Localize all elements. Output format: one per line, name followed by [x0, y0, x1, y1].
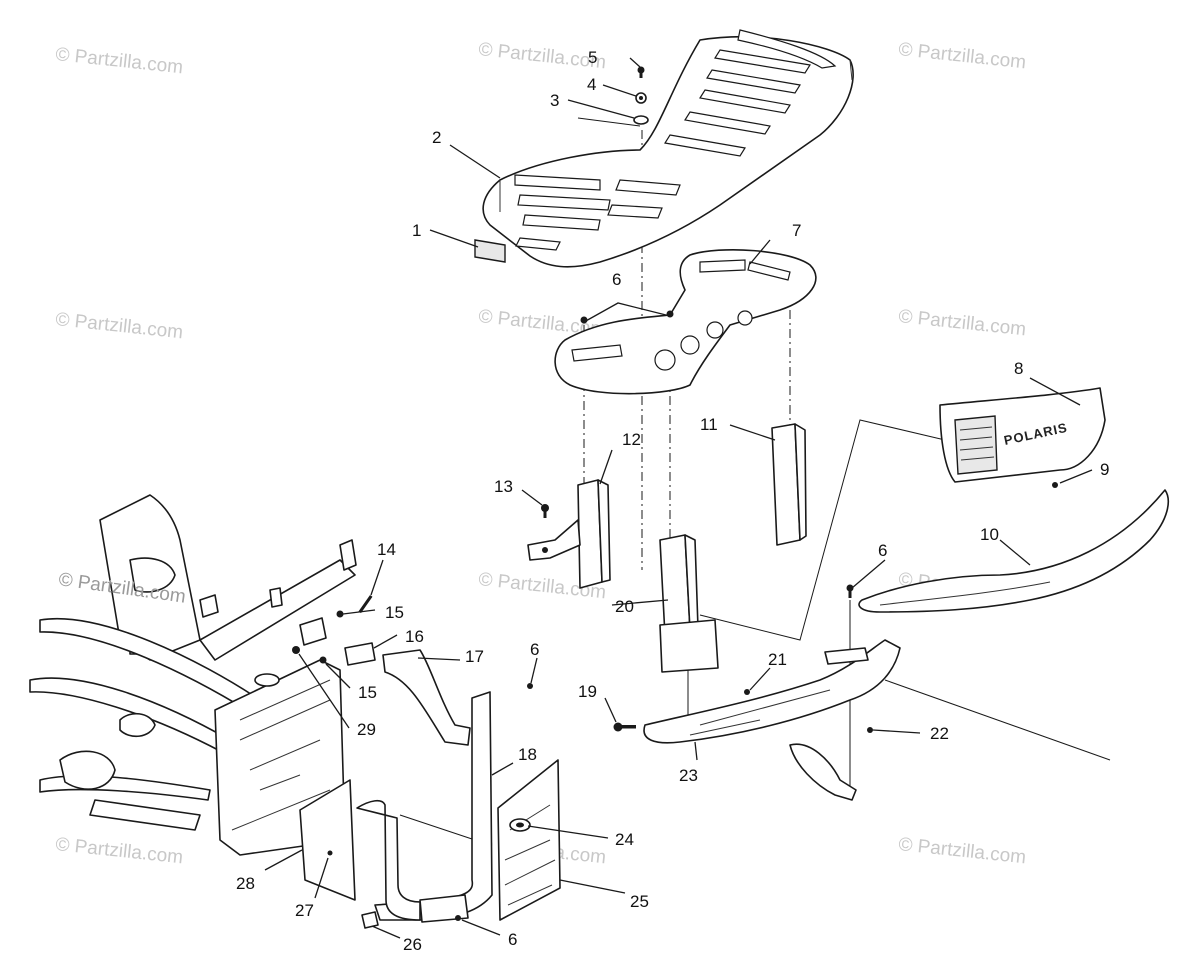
callout-16: 16 — [405, 627, 424, 646]
watermark: © Partzilla.com — [897, 306, 1027, 340]
frame-hardware — [292, 595, 376, 666]
callout-13: 13 — [494, 477, 513, 496]
callout-17: 17 — [465, 647, 484, 666]
polaris-grille: POLARIS — [939, 387, 1106, 483]
callout-21: 21 — [768, 650, 787, 669]
callout-27: 27 — [295, 901, 314, 920]
upper-strut — [382, 649, 471, 746]
rack-reflector — [474, 239, 506, 263]
watermarks: © Partzilla.com © Partzilla.com © Partzi… — [54, 39, 1027, 868]
bracket-bolt — [541, 504, 549, 518]
callout-22: 22 — [930, 724, 949, 743]
callout-18: 18 — [518, 745, 537, 764]
watermark: © Partzilla.com — [54, 309, 184, 343]
callout-2: 2 — [432, 128, 441, 147]
watermark: © Partzilla.com — [54, 834, 184, 868]
front-bumper — [858, 489, 1169, 613]
callout-20: 20 — [615, 597, 634, 616]
callout-12: 12 — [622, 430, 641, 449]
callout-19: 19 — [578, 682, 597, 701]
callout-6: 6 — [530, 640, 539, 659]
callout-8: 8 — [1014, 359, 1023, 378]
watermark: © Partzilla.com — [54, 44, 184, 78]
callout-11: 11 — [700, 415, 718, 434]
callout-15: 15 — [385, 603, 404, 622]
watermark: © Partzilla.com — [897, 39, 1027, 73]
bumper-frame — [356, 691, 493, 923]
flap-screw — [327, 850, 333, 856]
center-bracket — [659, 534, 719, 673]
right-mud-flap — [497, 759, 561, 921]
callout-6: 6 — [612, 270, 621, 289]
callout-29: 29 — [357, 720, 376, 739]
callout-5: 5 — [588, 48, 597, 67]
callout-26: 26 — [403, 935, 422, 954]
lower-bracket-plate — [789, 743, 857, 801]
frame-assembly — [29, 494, 357, 856]
callout-24: 24 — [615, 830, 634, 849]
plate-bolts — [580, 302, 674, 324]
left-mud-flap — [299, 779, 356, 901]
front-cross-member — [643, 639, 901, 744]
leader-lines — [264, 57, 1093, 939]
callout-1: 1 — [412, 221, 421, 240]
rack-hardware — [633, 66, 649, 125]
callout-10: 10 — [980, 525, 999, 544]
callout-25: 25 — [630, 892, 649, 911]
rear-rack — [482, 29, 854, 268]
callout-15: 15 — [358, 683, 377, 702]
callout-7: 7 — [792, 221, 801, 240]
callout-3: 3 — [550, 91, 559, 110]
callout-9: 9 — [1100, 460, 1109, 479]
callout-14: 14 — [377, 540, 396, 559]
callouts: 1 2 3 4 5 6 7 8 9 10 11 12 13 14 15 16 1… — [236, 48, 1109, 954]
callout-4: 4 — [587, 75, 596, 94]
rack-mount-plate — [554, 249, 817, 395]
callout-28: 28 — [236, 874, 255, 893]
flap-grommet — [509, 818, 531, 832]
right-bracket — [771, 423, 807, 546]
cross-member-hardware — [613, 584, 873, 733]
watermark: © Partzilla.com — [897, 834, 1027, 868]
grille-screw — [1052, 482, 1058, 488]
callout-6: 6 — [508, 930, 517, 949]
callout-6: 6 — [878, 541, 887, 560]
left-bracket — [527, 479, 611, 589]
bumper-bolts — [455, 683, 533, 921]
flap-clip — [361, 911, 379, 929]
callout-23: 23 — [679, 766, 698, 785]
